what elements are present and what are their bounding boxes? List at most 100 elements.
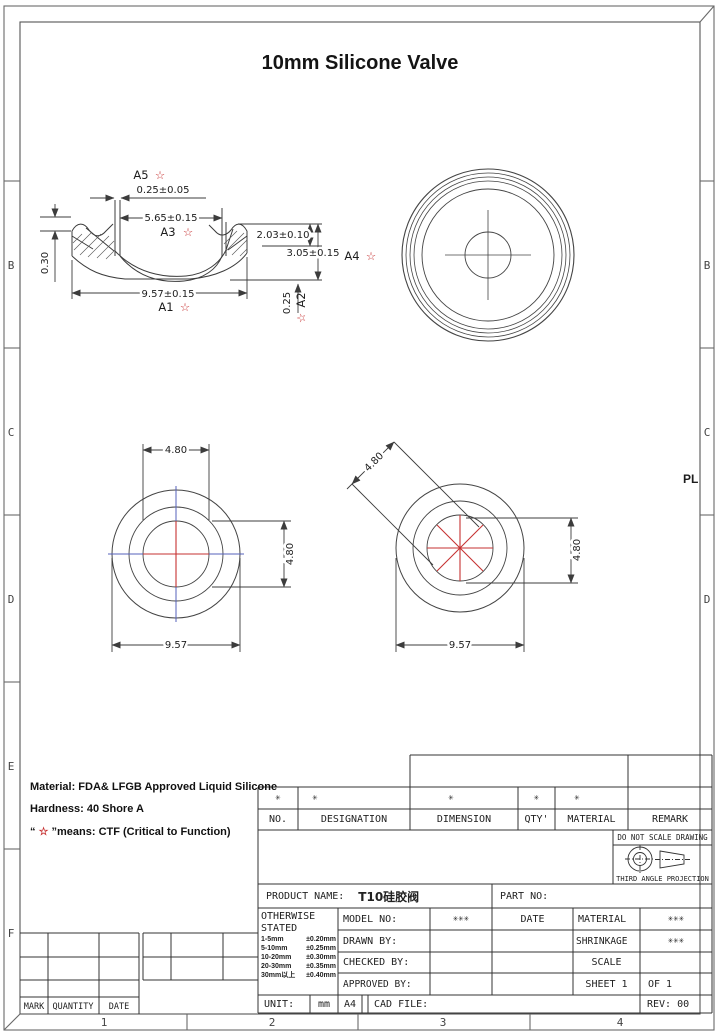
- right-view-dims: [346, 441, 578, 652]
- bom-cell-material: ✳: [574, 793, 580, 803]
- zone-right-d: D: [704, 593, 711, 606]
- date-header: DATE: [109, 1002, 129, 1012]
- zone-left-b: B: [8, 259, 15, 272]
- tolerance-row: 10-20mm ±0.30mm: [261, 953, 336, 962]
- material-value: ✳✳✳: [667, 914, 685, 924]
- third-angle-label: THIRD ANGLE PROJECTION: [616, 875, 709, 883]
- shrinkage-label: SHRINKAGE: [576, 935, 628, 947]
- dim-top-width: 5.65±0.15: [145, 213, 198, 224]
- part-no-cell: PART NO:: [500, 890, 549, 902]
- dim-right-view-bottom: 9.57: [449, 640, 471, 651]
- third-angle-projection-icon: [625, 845, 690, 873]
- section-hatching: [72, 230, 248, 260]
- model-no-label: MODEL NO:: [343, 913, 398, 925]
- note-ctf-post: ”means: CTF (Critical to Function): [48, 826, 231, 838]
- top-view: [401, 168, 575, 342]
- label-a3: A3: [160, 225, 175, 239]
- checked-by-label: CHECKED BY:: [343, 957, 410, 968]
- bom-header-no: NO.: [268, 814, 288, 825]
- sheet-size-label: A4: [343, 998, 357, 1010]
- date-label: DATE: [520, 913, 545, 925]
- tol-range: 20-30mm: [261, 963, 292, 970]
- zone-right-b: B: [704, 259, 711, 272]
- tol-range: 30mm以上: [261, 972, 296, 979]
- tol-range: 10-20mm: [261, 954, 292, 961]
- zone-right-c: C: [704, 426, 711, 439]
- drawing-title: 10mm Silicone Valve: [261, 52, 459, 74]
- drawn-by-label: DRAWN BY:: [343, 935, 398, 947]
- dim-right-lower: 3.05±0.15: [287, 248, 340, 259]
- note-ctf-pre: “: [30, 826, 39, 838]
- bom-cell-no: ✳: [275, 793, 281, 803]
- zone-labels: B C D E F B C D 1 2 3 4: [8, 259, 711, 1029]
- ctf-star-a3: ☆: [183, 225, 193, 239]
- zone-left-d: D: [8, 593, 15, 606]
- parting-line-label: PL: [683, 472, 698, 486]
- dim-left-view-right: 4.80: [285, 543, 296, 565]
- sheet-of-label: OF 1: [648, 978, 673, 990]
- tolerance-row: 5-10mm ±0.25mm: [261, 944, 336, 953]
- sheet-border: [3, 5, 715, 1031]
- left-view-dim-text: 4.80 4.80 9.57: [162, 443, 298, 654]
- otherwise-line2: STATED: [261, 923, 298, 934]
- product-name-value: T10硅胶阀: [358, 889, 420, 904]
- cad-file-label: CAD FILE:: [374, 998, 429, 1010]
- tol-value: ±0.35mm: [306, 963, 336, 970]
- tol-range: 5-10mm: [261, 945, 288, 952]
- zone-bottom-2: 2: [269, 1016, 276, 1029]
- ctf-star-icon: ☆: [38, 826, 49, 838]
- note-ctf: “ ☆ ”means: CTF (Critical to Function): [30, 825, 231, 838]
- zone-bottom-1: 1: [101, 1016, 108, 1029]
- ctf-star-a2: ☆: [294, 313, 308, 323]
- dim-left-view-top: 4.80: [165, 445, 187, 456]
- scale-label: SCALE: [591, 957, 622, 968]
- otherwise-line1: OTHERWISE: [261, 911, 316, 922]
- mark-header: MARK: [24, 1002, 45, 1012]
- unit-value: mm: [317, 998, 331, 1010]
- product-name-cell: PRODUCT NAME:T10硅胶阀: [266, 884, 490, 908]
- bottom-view-cross-slit: 4.80 4.80 9.57: [108, 443, 299, 654]
- tolerance-row: 30mm以上 ±0.40mm: [261, 971, 336, 980]
- dim-right-upper: 2.03±0.10: [257, 230, 310, 241]
- note-material: Material: FDA& LFGB Approved Liquid Sili…: [30, 781, 278, 793]
- label-a4: A4: [344, 249, 359, 263]
- dim-left-height: 0.30: [40, 252, 51, 274]
- tol-value: ±0.25mm: [306, 945, 336, 952]
- bom-header-dimension: DIMENSION: [436, 814, 492, 825]
- shrinkage-value: ✳✳✳: [667, 936, 685, 946]
- material-label: MATERIAL: [578, 913, 627, 925]
- bom-header-designation: DESIGNATION: [320, 814, 388, 825]
- tol-value: ±0.30mm: [306, 954, 336, 961]
- ctf-star-a1: ☆: [180, 300, 190, 314]
- section-dimension-text: A5 ☆ 0.25±0.05 5.65±0.15 A3 ☆ 2.03±0.10 …: [38, 168, 377, 323]
- section-view: [71, 200, 248, 282]
- zone-left-f: F: [8, 927, 15, 940]
- approved-by-label: APPROVED BY:: [343, 978, 412, 990]
- ctf-star-a5: ☆: [155, 168, 165, 182]
- rev-label: REV: 00: [647, 998, 690, 1010]
- tolerance-block: OTHERWISE STATED 1-5mm±0.20mm 5-10mm±0.2…: [261, 911, 336, 980]
- bom-header-qty: QTY': [524, 814, 549, 825]
- tol-value: ±0.40mm: [306, 972, 336, 979]
- label-a1: A1: [158, 300, 173, 314]
- title-block-grid: [257, 754, 713, 1014]
- unit-label: UNIT:: [264, 998, 295, 1010]
- left-view-dims: [111, 444, 291, 652]
- revision-table-headers: MARK QUANTITY DATE: [24, 1002, 129, 1012]
- tol-value: ±0.20mm: [306, 936, 336, 943]
- quantity-header: QUANTITY: [53, 1002, 94, 1012]
- section-dimensions: [40, 194, 322, 313]
- zone-left-e: E: [8, 760, 15, 773]
- cross-slit-red: [143, 521, 209, 587]
- dim-right-view-right: 4.80: [572, 539, 583, 561]
- tolerance-row: 20-30mm ±0.35mm: [261, 962, 336, 971]
- zone-bottom-4: 4: [617, 1016, 624, 1029]
- bottom-view-star-slit: 4.80 4.80 9.57: [346, 441, 586, 654]
- zone-bottom-3: 3: [440, 1016, 447, 1029]
- label-a5: A5: [133, 168, 148, 182]
- note-hardness: Hardness: 40 Shore A: [30, 803, 144, 815]
- sheet-label: SHEET 1: [585, 978, 628, 990]
- dim-bottom-width: 9.57±0.15: [142, 289, 195, 300]
